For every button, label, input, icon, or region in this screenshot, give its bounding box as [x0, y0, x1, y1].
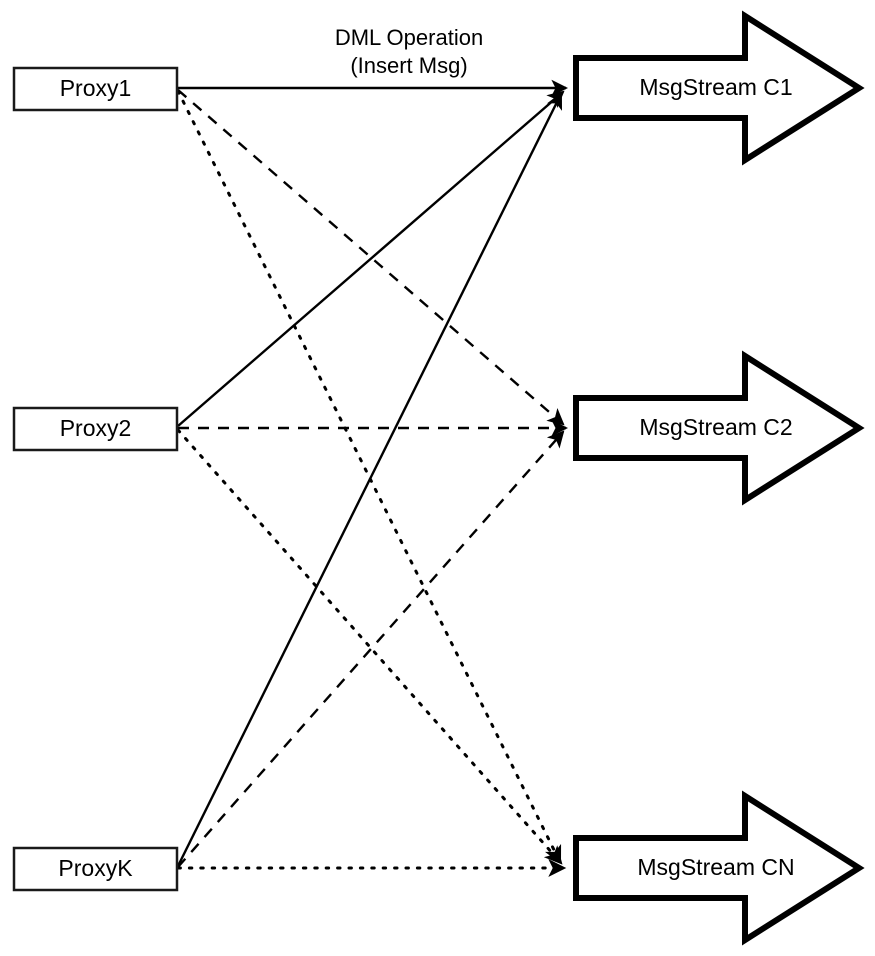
- edge-group: [176, 79, 569, 877]
- edge-label-dml-operation: DML Operation (Insert Msg): [335, 25, 483, 78]
- edge-label-line1: DML Operation: [335, 25, 483, 50]
- node-msgstream-cn-shape[interactable]: [573, 790, 865, 946]
- edge-proxy2-to-msgstream-c1: [177, 90, 565, 427]
- edge-proxy1-to-msgstream-c2: [177, 89, 565, 426]
- node-msgstream-c2-label: MsgStream C2: [639, 414, 792, 440]
- node-proxy2-rect[interactable]: [12, 406, 179, 452]
- node-proxy1-rect[interactable]: [12, 66, 179, 112]
- node-msgstream-c2-shape[interactable]: [573, 350, 865, 506]
- node-proxyk[interactable]: ProxyK: [12, 846, 179, 892]
- edge-proxyk-to-msgstream-c1: [176, 92, 563, 867]
- edge-proxyk-to-msgstream-c2: [177, 430, 565, 868]
- edge-proxy1-to-msgstream-cn: [176, 89, 562, 865]
- node-msgstream-c1-label: MsgStream C1: [639, 74, 792, 100]
- node-msgstream-c1-shape[interactable]: [573, 10, 865, 166]
- node-proxy1-label: Proxy1: [60, 75, 132, 101]
- node-proxyk-rect[interactable]: [12, 846, 179, 892]
- edge-proxy2-to-msgstream-cn: [176, 428, 563, 865]
- node-proxy2[interactable]: Proxy2: [12, 406, 179, 452]
- node-proxy2-label: Proxy2: [60, 415, 132, 441]
- node-msgstream-cn[interactable]: MsgStream CN: [573, 790, 865, 946]
- node-proxy1[interactable]: Proxy1: [12, 66, 179, 112]
- node-msgstream-c1[interactable]: MsgStream C1: [573, 10, 865, 166]
- node-msgstream-cn-label: MsgStream CN: [637, 854, 794, 880]
- edge-label-line2: (Insert Msg): [350, 53, 467, 78]
- node-proxyk-label: ProxyK: [58, 855, 133, 881]
- node-msgstream-c2[interactable]: MsgStream C2: [573, 350, 865, 506]
